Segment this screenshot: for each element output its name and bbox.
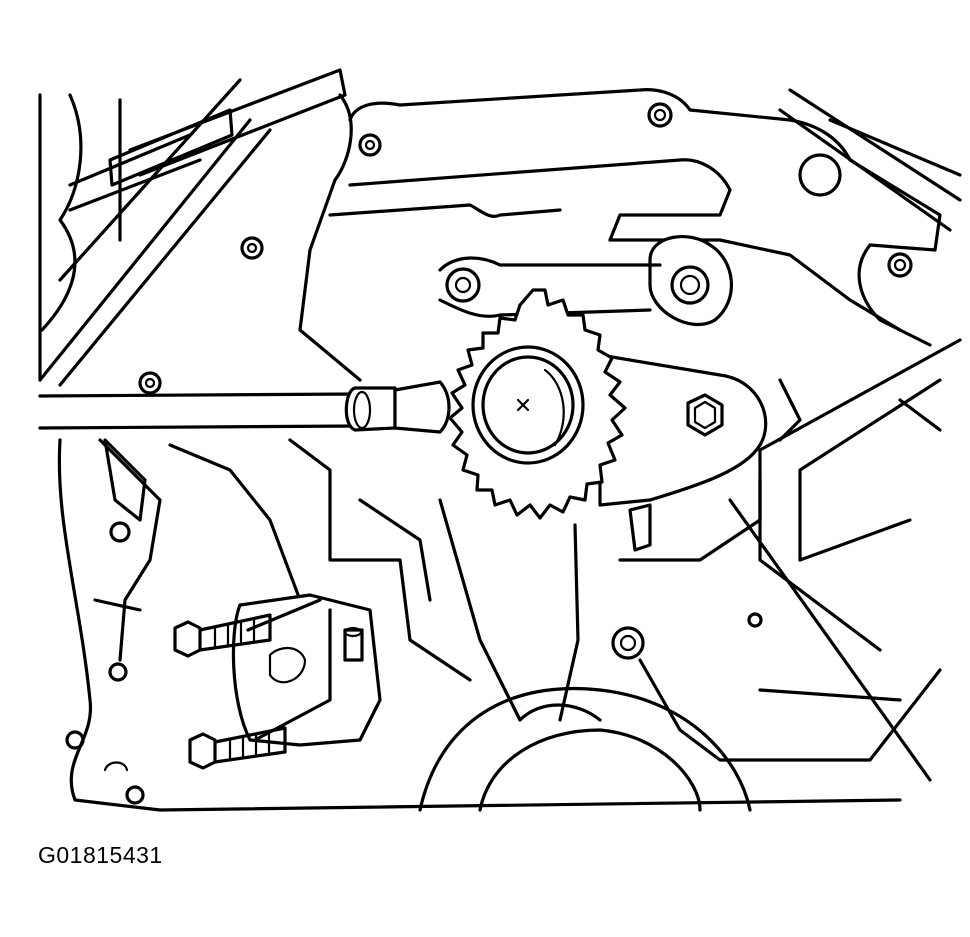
crankshaft-sprocket <box>448 288 627 520</box>
upper-left-cover-ribs <box>38 68 347 387</box>
flange-bolt-lower <box>188 726 287 770</box>
left-lower-cover <box>57 438 302 812</box>
idler-pulley <box>438 235 734 327</box>
upper-gasket-outline <box>298 88 962 382</box>
flange-bolt-upper <box>173 613 272 658</box>
holder-plate <box>598 353 768 552</box>
holding-tool-rod <box>38 380 451 434</box>
lower-housing <box>158 438 942 812</box>
right-cover-edges <box>728 338 962 782</box>
figure-id-label: G01815431 <box>38 842 163 868</box>
bolt-holes <box>65 102 913 805</box>
